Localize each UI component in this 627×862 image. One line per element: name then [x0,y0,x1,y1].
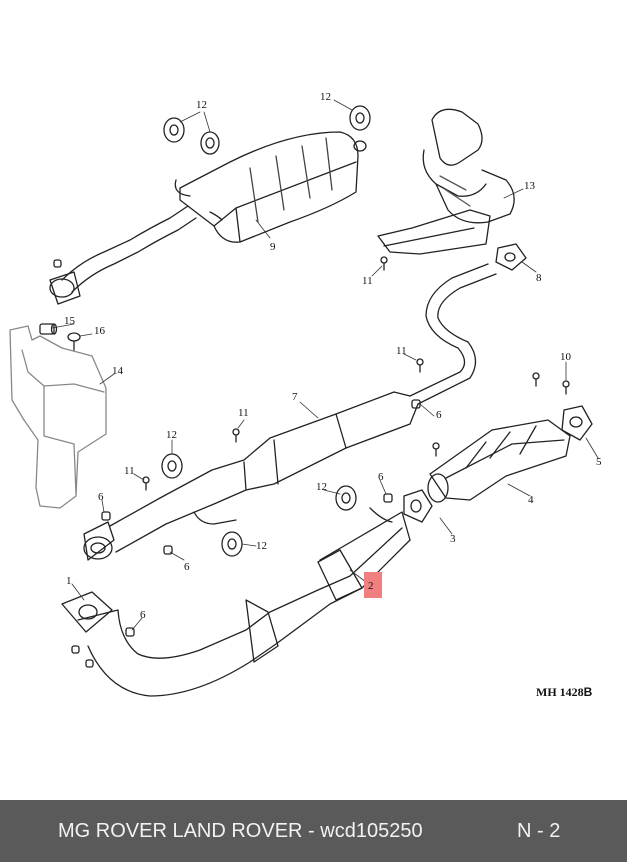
footer-reference: N - 2 [517,820,561,842]
diagram-reference-number: MH 1428 [536,685,584,699]
callout-6a: 6 [98,491,104,503]
callout-6c: 6 [436,409,442,421]
callout-12d: 12 [256,540,267,552]
catalytic-converter-part-4 [427,419,571,503]
nut-part-6-e [125,627,135,637]
heat-shield-part-14 [9,325,107,509]
mounting-rubber-part-12-mid-c [335,485,357,511]
callout-7: 7 [292,391,298,403]
mounting-rubber-part-12-top-a [163,117,185,143]
callout-10: 10 [560,351,572,363]
bolt-part-11-d [142,476,150,491]
bolt-part-16 [67,332,81,351]
mounting-rubber-part-12-mid-a [161,453,183,479]
callout-12e: 12 [316,481,327,493]
callout-8: 8 [536,272,542,284]
callout-6e: 6 [140,609,146,621]
bolt-extra-a [532,372,540,387]
callout-11a: 11 [362,275,373,287]
callout-14: 14 [112,365,124,377]
diagram-reference: MH 1428B [536,685,592,700]
nut-part-6-d [383,493,393,503]
callout-6b: 6 [184,561,190,573]
nut-extra-b [71,645,80,654]
callout-12b: 12 [320,91,331,103]
front-manifold-part-13 [377,108,515,255]
rear-silencer-part-9 [49,131,367,305]
callout-5: 5 [596,456,602,468]
gasket-part-5 [561,405,593,441]
front-pipe-part-2 [61,507,411,697]
callout-9: 9 [270,241,276,253]
bolt-extra-b [432,442,440,457]
nut-extra-a [53,259,62,268]
callout-2: 2 [368,580,374,592]
footer-bar: MG ROVER LAND ROVER - wcd105250 N - 2 [0,800,627,862]
mounting-rubber-part-12-top-c [349,105,371,131]
gasket-part-8 [495,243,527,271]
gasket-part-3 [403,489,433,523]
callout-6d: 6 [378,471,384,483]
callout-16: 16 [94,325,106,337]
nut-part-6-b [163,545,173,555]
callout-2-highlight [364,572,382,598]
callout-15: 15 [64,315,76,327]
mounting-rubber-part-12-top-b [200,131,220,155]
nut-extra-c [85,659,94,668]
bolt-part-11-a [380,256,388,271]
callout-3: 3 [450,533,456,545]
bush-part-15 [39,323,58,335]
callout-11c: 11 [238,407,249,419]
bolt-part-10 [562,380,570,395]
footer-title: MG ROVER LAND ROVER - wcd105250 [58,820,423,842]
bolt-part-11-c [232,428,240,443]
callout-4: 4 [528,494,534,506]
diagram-reference-suffix: B [583,685,593,699]
callout-11d: 11 [124,465,135,477]
exhaust-system-diagram: 1 2 3 4 5 6 6 6 6 6 7 8 9 10 11 11 11 11… [9,91,602,697]
callout-11b: 11 [396,345,407,357]
intermediate-pipe-part-7 [83,263,497,561]
callout-13: 13 [524,180,536,192]
callout-1: 1 [66,575,72,587]
nut-part-6-a [101,511,111,521]
callout-12c: 12 [166,429,177,441]
bolt-part-11-b [416,358,424,373]
mounting-rubber-part-12-mid-b [221,531,243,557]
callout-12a: 12 [196,99,207,111]
